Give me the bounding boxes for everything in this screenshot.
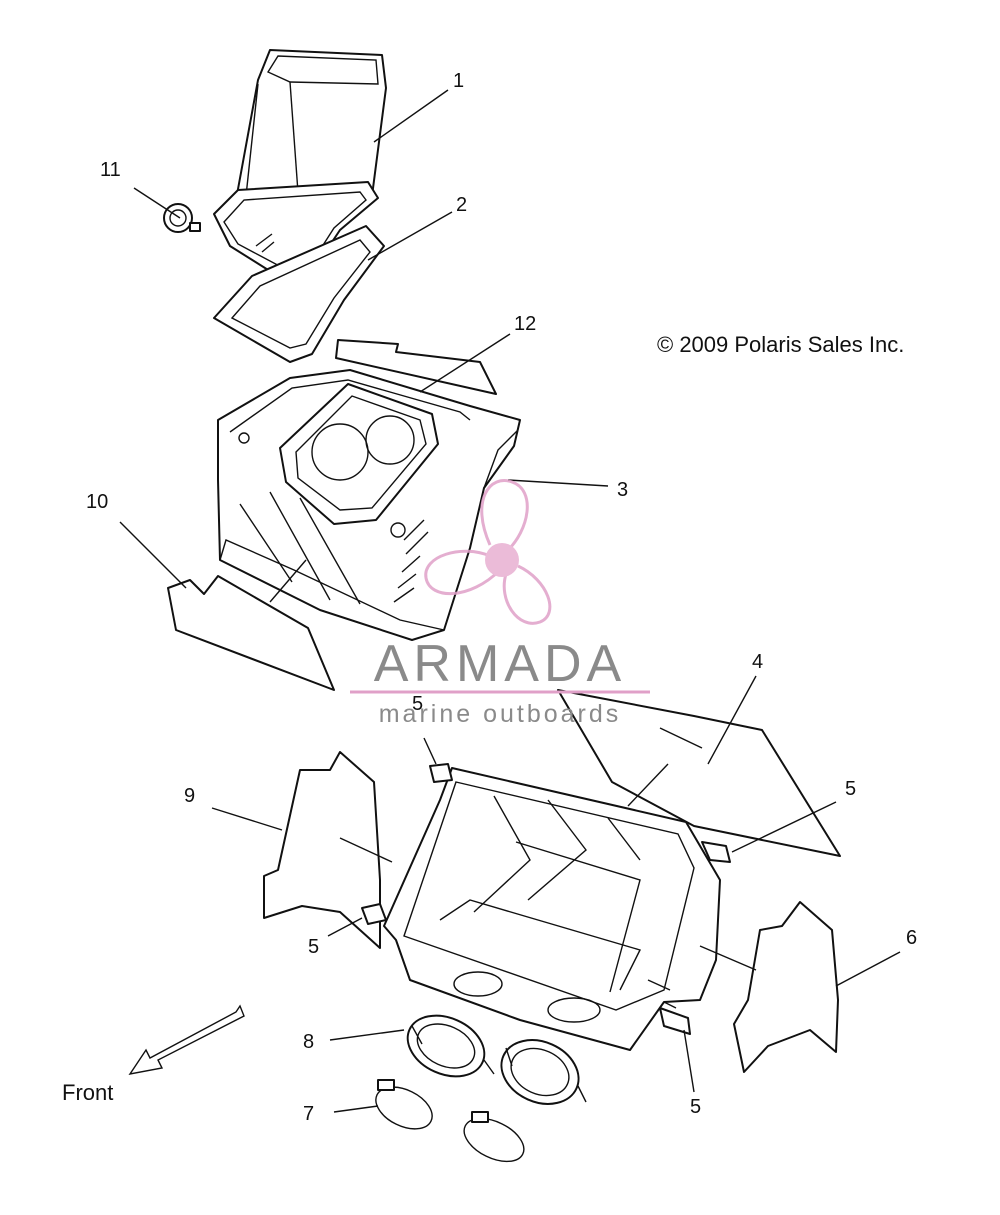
callout-8: 8 [303,1031,314,1053]
callout-5-right: 5 [845,778,856,800]
arrow-down-left-icon [128,1004,245,1075]
part-2-gasket [213,225,385,363]
callout-2: 2 [456,194,467,216]
callout-10: 10 [86,491,108,513]
watermark: ARMADA marine outboards [350,479,650,728]
callout-1: 1 [453,70,464,92]
watermark-brand: ARMADA [374,635,626,693]
part-9-filter-panel [263,751,381,949]
callout-4: 4 [752,651,763,673]
part-7-hose-clamps [375,1079,525,1163]
part-10-filter-panel [167,575,335,691]
callout-9: 9 [184,785,195,807]
part-11-clamp [163,203,201,233]
part-8-couplers [406,1014,587,1105]
callout-12: 12 [514,313,536,335]
callout-11: 11 [100,159,121,181]
front-arrow: Front [62,1004,245,1105]
callout-3: 3 [617,479,628,501]
part-6-filter-panel [733,901,839,1073]
callout-5-left: 5 [308,936,319,958]
part-3-airbox-lid [217,369,521,641]
leader-lines [119,89,901,1113]
part-4-filter-panel [557,689,841,857]
callout-numbers: 1 2 11 12 3 10 4 5 5 9 5 6 8 7 5 [86,70,917,1125]
copyright-notice: © 2009 Polaris Sales Inc. [657,332,904,357]
airbox-base [383,767,721,1051]
part-1-intake-boot [213,49,387,291]
watermark-tagline: marine outboards [379,700,622,728]
propeller-icon [424,479,552,625]
part-12-seal-strip [335,339,497,395]
callout-5-bottom: 5 [690,1096,701,1118]
callout-7: 7 [303,1103,314,1125]
front-label: Front [62,1080,113,1105]
callout-6: 6 [906,927,917,949]
part-5-clips [361,763,731,1035]
callout-5-top: 5 [412,693,423,715]
